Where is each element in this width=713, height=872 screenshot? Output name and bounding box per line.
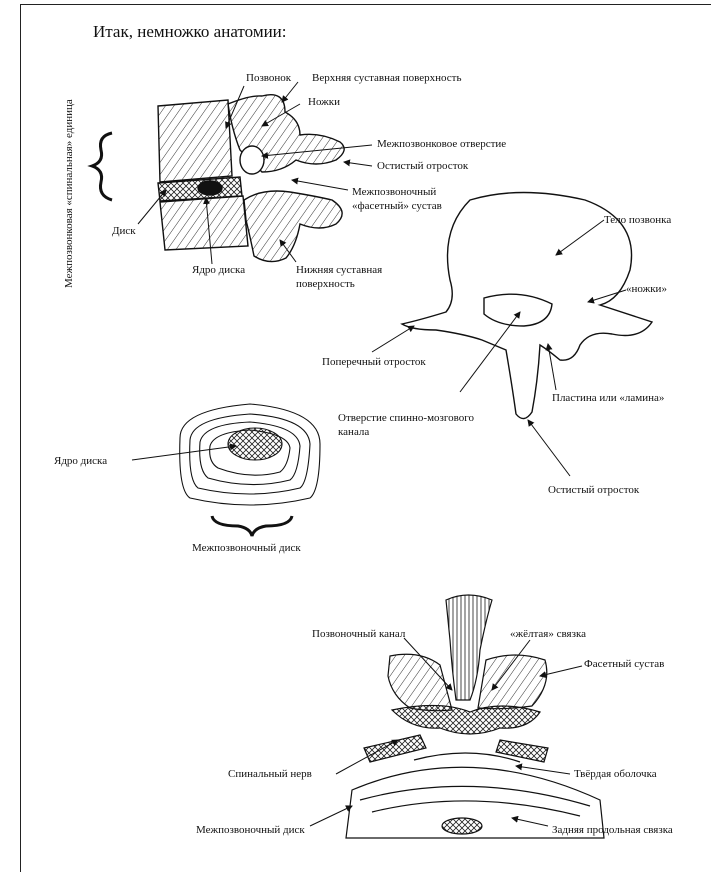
label-dura: Твёрдая оболочка xyxy=(574,768,657,781)
brace-mark xyxy=(92,133,112,200)
label-facet-joint-line2: «фасетный» сустав xyxy=(352,200,442,213)
label-facet-joint: Фасетный сустав xyxy=(584,658,664,671)
label-posterior-ligament: Задняя продольная связка xyxy=(552,824,673,837)
label-disc-bottom: Межпозвоночный диск xyxy=(196,824,305,837)
label-spinal-canal: Позвоночный канал xyxy=(312,628,405,641)
label-vertebra: Позвонок xyxy=(246,72,291,85)
label-inferior-surface-line2: поверхность xyxy=(296,278,355,291)
label-spinous-lateral: Остистый отросток xyxy=(377,160,468,173)
label-lamina: Пластина или «ламина» xyxy=(552,392,664,405)
axial-pointers xyxy=(372,220,626,476)
label-spinal-canal-line2: канала xyxy=(338,426,369,439)
disc-nucleus-pointer xyxy=(132,446,236,460)
disc-brace xyxy=(212,516,292,536)
label-vertebral-body: Тело позвонка xyxy=(604,214,671,227)
label-nucleus-disc: Ядро диска xyxy=(54,455,107,468)
label-superior-surface: Верхняя суставная поверхность xyxy=(312,72,461,85)
lateral-spine-drawing xyxy=(158,95,344,262)
label-spinal-nerve: Спинальный нерв xyxy=(228,768,312,781)
label-spinous-axial: Остистый отросток xyxy=(548,484,639,497)
label-pedicles-axial: «ножки» xyxy=(626,283,667,296)
label-pedicles: Ножки xyxy=(308,96,340,109)
label-facet-joint-line1: Межпозвоночный xyxy=(352,186,436,199)
label-nucleus-lateral: Ядро диска xyxy=(192,264,245,277)
label-yellow-ligament: «жёлтая» связка xyxy=(510,628,586,641)
label-intervertebral-disc: Межпозвоночный диск xyxy=(192,542,301,555)
label-foramen: Межпозвонковое отверстие xyxy=(377,138,506,151)
label-disc-lateral: Диск xyxy=(112,225,136,238)
label-inferior-surface-line1: Нижняя суставная xyxy=(296,264,382,277)
label-spinal-canal-line1: Отверстие спинно-мозгового xyxy=(338,412,474,425)
label-transverse-process: Поперечный отросток xyxy=(322,356,426,369)
disc-drawing xyxy=(180,404,320,505)
